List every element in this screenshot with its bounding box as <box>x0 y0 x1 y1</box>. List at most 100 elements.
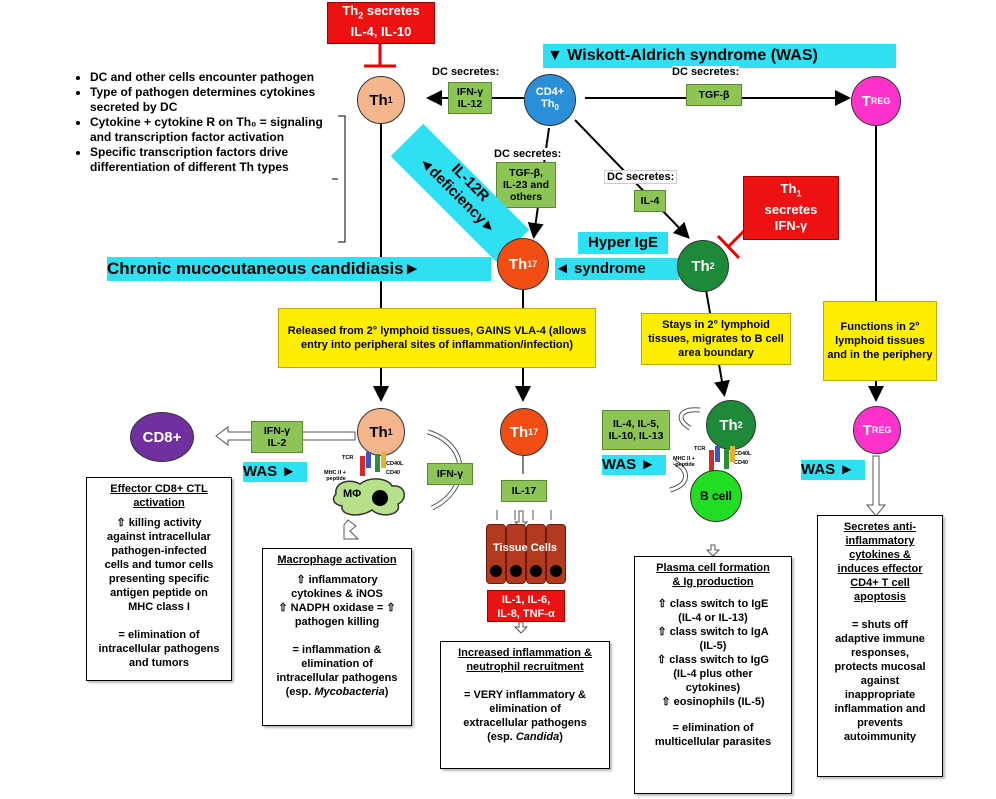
tcr-label: TCR <box>342 455 354 461</box>
outcome-text: (esp. <box>285 686 315 698</box>
outcome-line: prevents <box>857 717 903 729</box>
tissue-cell <box>486 524 506 584</box>
node-label: CD4+ <box>535 85 565 98</box>
dc-label: DC secretes: <box>494 148 562 160</box>
node-sub: 2 <box>709 261 715 271</box>
tgfb-box: TGF-β <box>686 84 742 106</box>
node-sub: 2 <box>737 420 743 430</box>
outcome-line: protects mucosal <box>834 661 926 673</box>
outcome-title: Increased inflammation & <box>458 647 592 659</box>
mhc-line: MHC II + <box>324 470 346 476</box>
mhc-line: peptide <box>326 476 346 482</box>
outcome-line: elimination of <box>301 658 373 670</box>
green-line: IL-4, IL-5, <box>612 418 660 430</box>
th2-secretes-cytokines: IL-4, IL-10 <box>350 23 412 39</box>
node-sub: REG <box>870 96 891 106</box>
il4-il5-box: IL-4, IL-5,IL-10, IL-13 <box>602 410 670 450</box>
node-sub: 0 <box>554 103 559 113</box>
outcome-line: MHC class I <box>128 601 190 613</box>
green-line: others <box>509 191 543 203</box>
hyper-ige-syndrome-label: ◄ syndrome <box>555 258 679 280</box>
green-line: IL-2 <box>267 437 287 449</box>
th2-secretes-box: Th2 secretes IL-4, IL-10 <box>327 2 435 44</box>
outcome-text: ) <box>559 731 563 743</box>
outcome-line <box>635 589 791 597</box>
outcome-line: against intracellular <box>107 531 211 543</box>
node-label: Th <box>691 257 710 275</box>
cd40l-molecule <box>381 452 386 468</box>
outcome-title: apoptosis <box>854 591 906 603</box>
dc-label: DC secretes: <box>604 170 678 184</box>
th1-secretes-label: Th <box>780 181 797 196</box>
outcome-line: inappropriate <box>844 689 916 701</box>
outcome-line: = VERY inflammatory & <box>464 689 586 701</box>
mhc-molecule <box>709 450 714 472</box>
outcome-line: against <box>860 675 900 687</box>
outcome-line: ⇧ class switch to IgE <box>657 598 769 610</box>
outcome-line: and tumors <box>129 657 189 669</box>
outcome-line: = inflammation & <box>292 644 382 656</box>
th0-node: CD4+Th0 <box>524 74 576 126</box>
outcome-line: cytokines & iNOS <box>291 588 383 600</box>
stays-box: Stays in 2° lymphoid tissues, migrates t… <box>641 313 791 365</box>
mhc-line: MHC II + <box>673 456 695 462</box>
tissue-cell <box>526 524 546 584</box>
outcome-text: ) <box>384 686 389 698</box>
outcome-italic: Candida <box>515 731 560 743</box>
th1-secretes-sub: 1 <box>796 188 802 199</box>
tissue-cells: Tissue Cells <box>486 524 566 584</box>
outcome-line: (IL-4 plus other <box>673 668 753 680</box>
outcome-line: cytokines) <box>685 682 741 694</box>
outcome-line: antigen peptide on <box>110 587 208 599</box>
macrophage-cell <box>332 478 405 516</box>
outcome-line <box>818 604 942 618</box>
outcome-line: = elimination of <box>118 629 200 641</box>
outcome-title: Plasma cell formation <box>656 562 770 574</box>
outcome-title: Effector CD8+ CTL <box>110 483 208 495</box>
cd40-molecule <box>724 449 729 469</box>
released-box: Released from 2° lymphoid tissues, GAINS… <box>278 308 596 368</box>
outcome-title: activation <box>133 497 185 509</box>
outcome-line <box>263 629 411 643</box>
cd40-molecule <box>375 454 380 472</box>
outcome-title: CD4+ T cell <box>850 577 910 589</box>
cd40-label: CD40 <box>734 460 749 466</box>
cd8-node: CD8+ <box>130 412 194 462</box>
macrophage-label: MΦ <box>343 488 362 500</box>
green-line: IL-12 <box>457 98 483 110</box>
tcr-molecule <box>715 446 720 462</box>
was-label: WAS ► <box>602 455 666 475</box>
outcome-line: multicellular parasites <box>654 736 772 748</box>
node-sub: 1 <box>387 95 393 105</box>
outcome-line: = elimination of <box>672 722 754 734</box>
outcome-line: ⇧ class switch to IgA <box>657 626 769 638</box>
green-line: IFN-γ <box>263 425 291 437</box>
node-label: Th <box>508 255 528 273</box>
hyper-ige-label: Hyper IgE <box>578 232 668 254</box>
outcome-line: inflammation and <box>834 703 926 715</box>
th2-secretes-label: Th <box>342 3 359 18</box>
outcome-line: extracellular pathogens <box>463 717 587 729</box>
tissue-cell <box>546 524 566 584</box>
plasma-outcome-box: Plasma cell formation & Ig production ⇧ … <box>634 556 792 794</box>
macrophage-outcome-box: Macrophage activation ⇧ inflammatory cyt… <box>262 548 412 726</box>
mhc-molecule <box>360 456 365 476</box>
outcome-line: pathogen-infected <box>111 545 207 557</box>
outcome-line: = shuts off <box>852 619 908 631</box>
bullet-item: DC and other cells encounter pathogen <box>90 70 336 85</box>
outcome-line: (esp. Candida) <box>441 730 609 744</box>
dc-label: DC secretes: <box>432 66 500 78</box>
outcome-line: ⇧ killing activity <box>116 517 202 529</box>
neutrophil-outcome-box: Increased inflammation & neutrophil recr… <box>440 641 610 769</box>
outcome-text: (esp. <box>487 731 516 743</box>
